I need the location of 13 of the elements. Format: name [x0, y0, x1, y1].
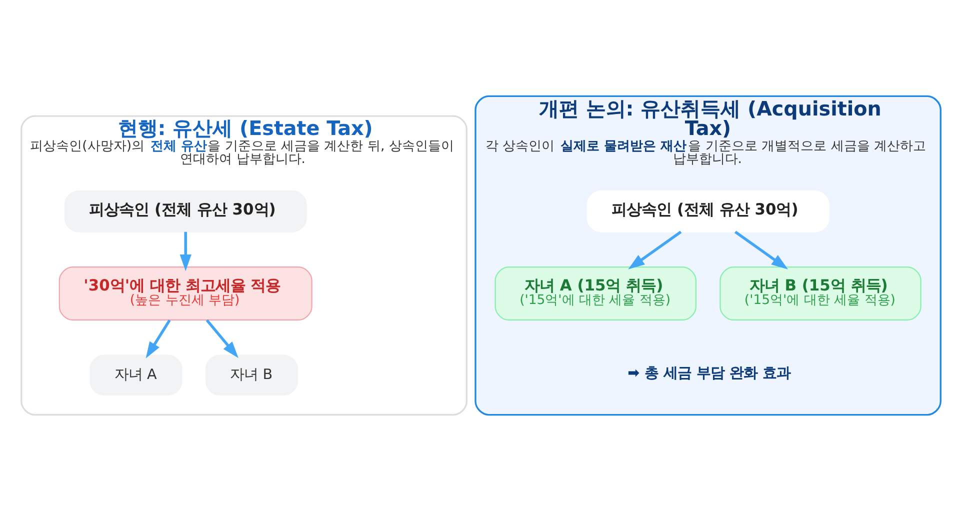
- arrow: [734, 230, 788, 270]
- node-box: 자녀 B: [205, 354, 298, 396]
- node-box: 자녀 A (15억 취득) ('15억'에 대한 세율 적용): [494, 266, 696, 321]
- label: ➡ 총 세금 부담 완화 효과: [628, 366, 791, 382]
- node-box: '30억'에 대한 최고세율 적용 (높은 누진세 부담): [58, 266, 312, 321]
- node-box: 피상속인 (전체 유산 30억): [64, 190, 307, 232]
- node-box: 자녀 B (15억 취득) ('15억'에 대한 세율 적용): [720, 266, 922, 321]
- node-box: 피상속인 (전체 유산 30억): [586, 190, 830, 232]
- arrow: [206, 319, 238, 358]
- arrow: [180, 232, 192, 272]
- arrow: [146, 319, 171, 358]
- arrow: [628, 230, 682, 270]
- node-box: 자녀 A: [90, 354, 182, 396]
